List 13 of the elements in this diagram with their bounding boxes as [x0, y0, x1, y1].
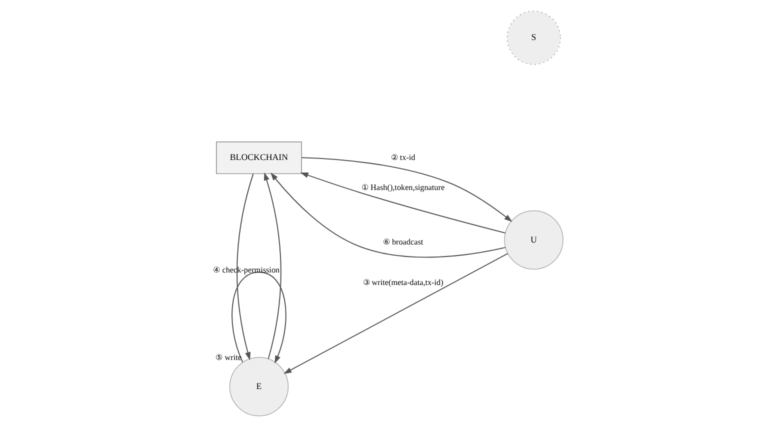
- edge-label: ⑥ broadcast: [382, 237, 423, 246]
- arrow: [283, 253, 508, 374]
- arrow: [264, 172, 281, 359]
- arrow: [301, 157, 512, 222]
- arrow: [270, 172, 505, 258]
- node-circle: S: [506, 10, 560, 65]
- edge-label: ① Hash(),token,signature: [361, 183, 444, 192]
- edge-label: ② tx-id: [390, 152, 415, 162]
- arrow: [300, 172, 505, 234]
- edge-label: ③ write(meta-data,tx-id): [362, 278, 443, 288]
- node-box: BLOCKCHAIN: [216, 141, 302, 174]
- arrow: [231, 272, 286, 364]
- arrow: [236, 174, 254, 360]
